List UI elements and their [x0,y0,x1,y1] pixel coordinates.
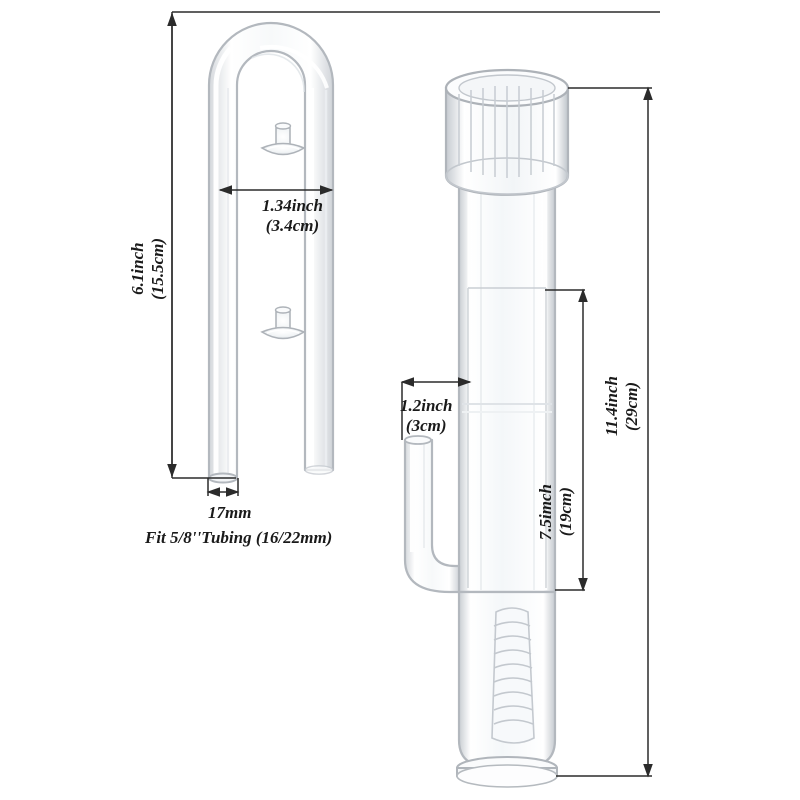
suction-cup-top [260,122,306,156]
dimension-label-height-left: 6.1inch (15.5cm) [128,238,168,300]
left-inflow-pipe [207,21,335,484]
dimension-label-total-height: 11.4inch (29cm) [602,376,642,436]
dimension-right-tube-value: 1.2inch [400,396,453,415]
dimension-total-height-value: 11.4inch [602,376,621,436]
dimension-total-height-metric: (29cm) [622,381,642,431]
dimension-body-height-metric: (19cm) [556,487,576,537]
slotted-intake-icon [491,607,535,744]
dimension-body-height-value: 7.5imch [536,484,555,541]
dimension-label-body-height: 7.5imch (19cm) [536,484,576,540]
dimension-height-left-metric: (15.5cm) [148,238,168,300]
ribbed-cap-icon [444,68,570,196]
dimension-label-right-tube-width: 1.2inch (3cm) [400,396,452,436]
dimension-u-bend-metric: (3.4cm) [265,216,320,236]
suction-cup-bottom [260,306,306,340]
right-outflow-pipe [403,68,570,788]
dimension-label-tube-diameter: 17mm [208,503,252,522]
tubing-fit-note: Fit 5/8''Tubing (16/22mm) [145,528,333,547]
dimension-height-left-value: 6.1inch [128,242,147,296]
dimension-right-tube-metric: (3cm) [405,416,447,436]
dimension-u-bend-value: 1.34inch [262,196,323,215]
dimension-label-u-bend-width: 1.34inch (3.4cm) [262,196,323,236]
